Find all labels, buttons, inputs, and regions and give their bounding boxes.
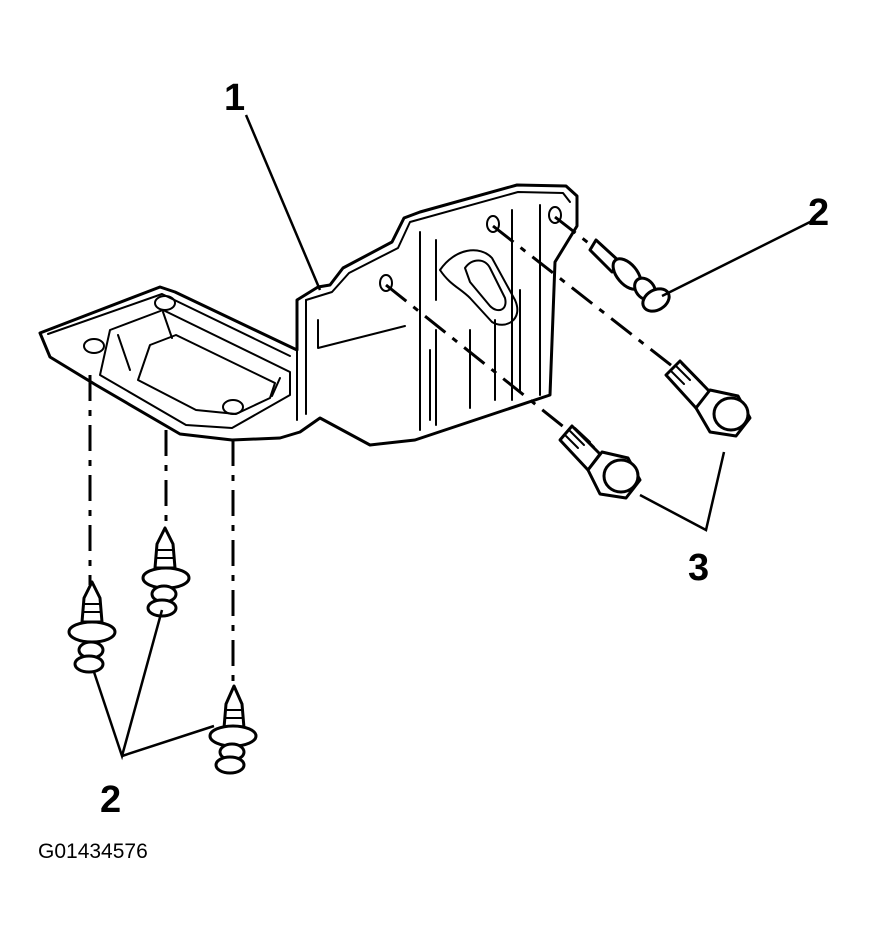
retainer-middle xyxy=(141,526,191,618)
retainer-top xyxy=(588,238,671,313)
callout-2-top-label: 2 xyxy=(808,192,829,234)
bolt-lower xyxy=(558,424,642,500)
callout-2-bottom-label: 2 xyxy=(100,779,121,821)
bracket xyxy=(38,183,579,447)
bolt-upper xyxy=(664,359,752,438)
callout-1-label: 1 xyxy=(224,77,245,119)
retainer-right xyxy=(208,684,258,775)
figure-id: G01434576 xyxy=(38,840,148,863)
centerlines xyxy=(88,215,673,690)
callout-3-label: 3 xyxy=(688,547,709,589)
retainer-left xyxy=(67,580,117,674)
leader-lines xyxy=(92,114,811,761)
